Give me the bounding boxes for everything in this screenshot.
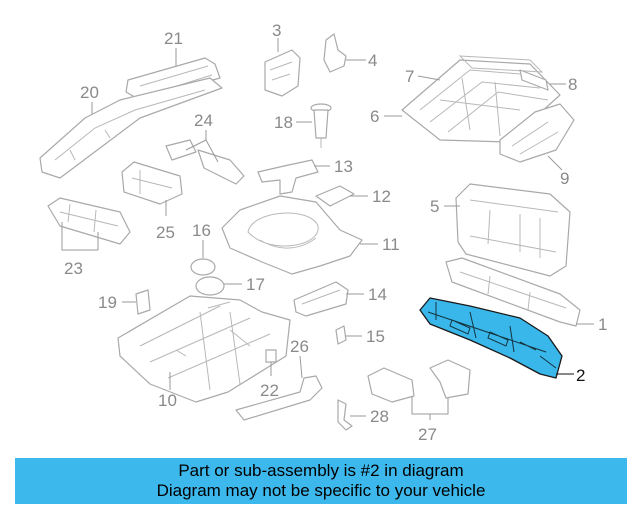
callout-25[interactable]: 25 xyxy=(156,223,175,242)
callout-16[interactable]: 16 xyxy=(192,221,211,240)
callout-14[interactable]: 14 xyxy=(368,285,387,304)
part-7[interactable] xyxy=(458,55,544,73)
callout-5[interactable]: 5 xyxy=(430,197,439,216)
part-26[interactable] xyxy=(235,375,323,421)
callout-21[interactable]: 21 xyxy=(164,29,183,48)
part-6[interactable] xyxy=(401,59,561,143)
part-25[interactable] xyxy=(121,161,183,205)
banner-line-disclaimer: Diagram may not be specific to your vehi… xyxy=(156,481,486,500)
part-8[interactable] xyxy=(519,69,549,91)
info-banner: Part or sub-assembly is #2 in diagram Di… xyxy=(15,458,627,504)
callout-11[interactable]: 11 xyxy=(382,235,400,254)
callout-2[interactable]: 2 xyxy=(576,366,585,385)
part-10[interactable] xyxy=(117,295,291,403)
part-12[interactable] xyxy=(315,185,355,207)
callout-10[interactable]: 10 xyxy=(158,391,177,410)
part-15[interactable] xyxy=(335,325,347,345)
callout-4[interactable]: 4 xyxy=(368,51,377,70)
part-18[interactable] xyxy=(310,103,332,148)
callout-23[interactable]: 23 xyxy=(64,259,83,278)
part-2-highlighted[interactable] xyxy=(419,297,563,379)
part-28[interactable] xyxy=(337,399,353,431)
callout-22[interactable]: 22 xyxy=(260,381,279,400)
part-9[interactable] xyxy=(499,103,575,163)
banner-line-part-number: Part or sub-assembly is #2 in diagram xyxy=(178,461,464,480)
part-1[interactable] xyxy=(445,257,581,327)
callout-9[interactable]: 9 xyxy=(560,169,569,188)
callout-17[interactable]: 17 xyxy=(246,275,265,294)
callout-13[interactable]: 13 xyxy=(334,157,353,176)
part-22[interactable] xyxy=(265,349,277,363)
part-27[interactable] xyxy=(367,359,471,403)
parts-diagram: 1 2 3 4 5 6 7 8 9 10 11 12 13 14 15 16 1… xyxy=(39,21,607,444)
callout-labels: 1 2 3 4 5 6 7 8 9 10 11 12 13 14 15 16 1… xyxy=(64,21,607,444)
part-17[interactable] xyxy=(195,276,225,296)
part-11[interactable] xyxy=(221,195,363,275)
part-23[interactable] xyxy=(47,197,131,245)
callout-28[interactable]: 28 xyxy=(370,407,389,426)
part-19[interactable] xyxy=(135,289,151,315)
callout-12[interactable]: 12 xyxy=(372,187,391,206)
callout-20[interactable]: 20 xyxy=(80,83,99,102)
part-13[interactable] xyxy=(257,159,319,195)
callout-7[interactable]: 7 xyxy=(405,67,414,86)
part-24[interactable] xyxy=(165,139,245,185)
callout-24[interactable]: 24 xyxy=(194,111,213,130)
callout-18[interactable]: 18 xyxy=(274,113,293,132)
callout-19[interactable]: 19 xyxy=(98,293,117,312)
part-14[interactable] xyxy=(293,281,349,317)
callout-3[interactable]: 3 xyxy=(272,21,281,40)
part-5[interactable] xyxy=(455,183,571,277)
part-20[interactable] xyxy=(39,77,223,179)
callout-26[interactable]: 26 xyxy=(290,337,309,356)
part-16[interactable] xyxy=(190,258,216,276)
callout-27[interactable]: 27 xyxy=(418,425,437,444)
callout-1[interactable]: 1 xyxy=(598,315,607,334)
callout-6[interactable]: 6 xyxy=(370,107,379,126)
part-4[interactable] xyxy=(323,33,347,73)
callout-15[interactable]: 15 xyxy=(366,327,385,346)
part-3[interactable] xyxy=(264,49,301,97)
callout-8[interactable]: 8 xyxy=(568,75,577,94)
